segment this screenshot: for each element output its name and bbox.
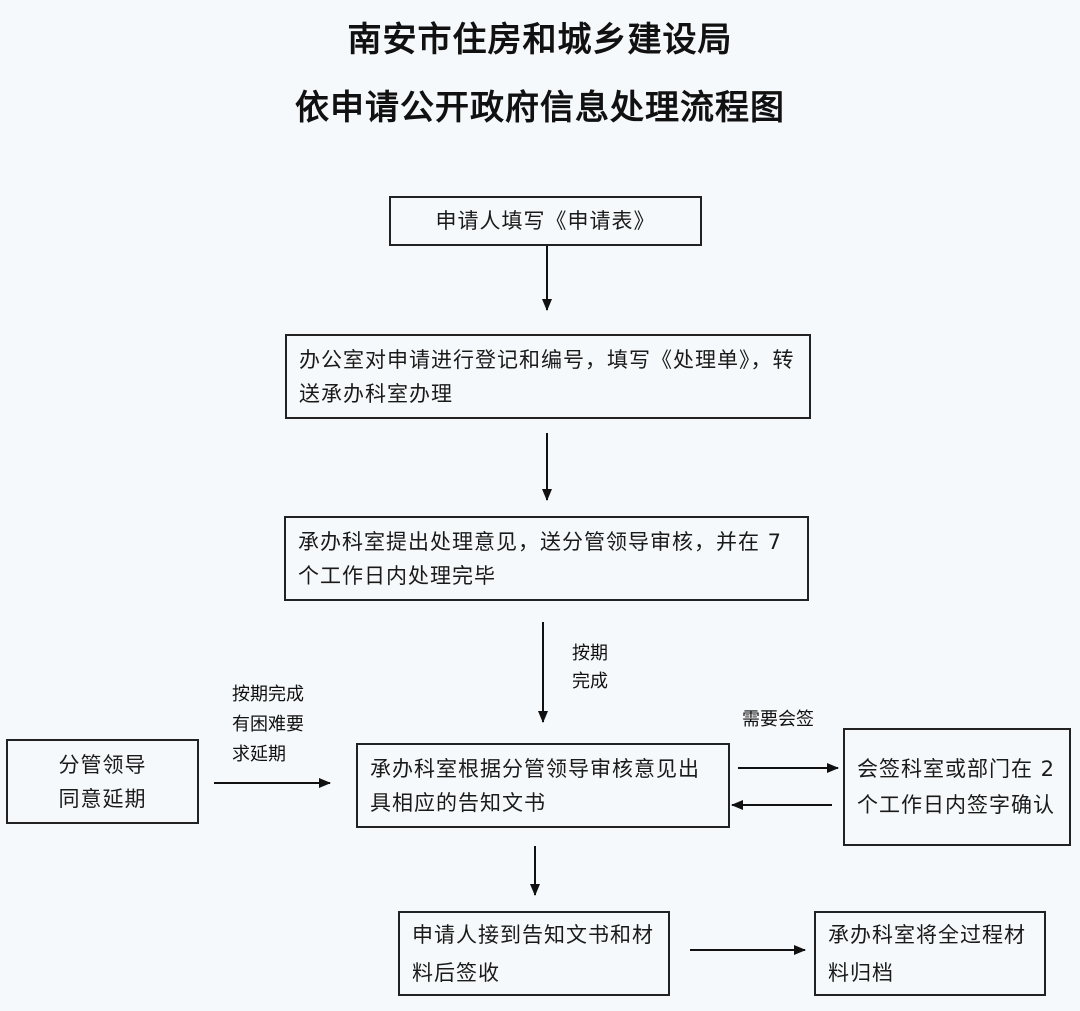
- title-line-1: 南安市住房和城乡建设局: [347, 20, 733, 60]
- node-apply-text: 申请人填写《申请表》: [435, 209, 656, 233]
- node-archive-text: 承办科室将全过程材料归档: [828, 922, 1026, 985]
- label-on-time: 按期 完成: [572, 640, 608, 696]
- node-extension-text: 分管领导同意延期: [58, 752, 147, 811]
- title-line-2: 依申请公开政府信息处理流程图: [295, 88, 785, 128]
- node-issue: 承办科室根据分管领导审核意见出具相应的告知文书: [356, 743, 730, 828]
- label-delay-line3: 求延期: [232, 744, 286, 765]
- node-receive: 申请人接到告知文书和材料后签收: [398, 911, 670, 996]
- node-archive: 承办科室将全过程材料归档: [814, 911, 1046, 996]
- node-countersign: 会签科室或部门在 2 个工作日内签字确认: [843, 728, 1071, 846]
- node-register-text: 办公室对申请进行登记和编号，填写《处理单》，转送承办科室办理: [299, 347, 795, 406]
- node-countersign-text: 会签科室或部门在 2 个工作日内签字确认: [857, 757, 1056, 817]
- node-extension: 分管领导同意延期: [6, 739, 199, 824]
- label-delay-line1: 按期完成: [232, 684, 304, 705]
- label-on-time-line2: 完成: [572, 671, 608, 692]
- node-receive-text: 申请人接到告知文书和材料后签收: [412, 922, 654, 985]
- label-countersign-needed: 需要会签: [742, 709, 814, 730]
- label-on-time-line1: 按期: [572, 643, 608, 664]
- node-propose: 承办科室提出处理意见，送分管领导审核，并在 7 个工作日内处理完毕: [284, 516, 809, 601]
- label-delay-line2: 有困难要: [232, 714, 304, 735]
- node-propose-text: 承办科室提出处理意见，送分管领导审核，并在 7 个工作日内处理完毕: [298, 529, 783, 588]
- label-delay: 按期完成 有困难要 求延期: [232, 680, 304, 770]
- node-apply: 申请人填写《申请表》: [389, 196, 702, 246]
- node-register: 办公室对申请进行登记和编号，填写《处理单》，转送承办科室办理: [285, 334, 811, 419]
- node-issue-text: 承办科室根据分管领导审核意见出具相应的告知文书: [370, 756, 700, 815]
